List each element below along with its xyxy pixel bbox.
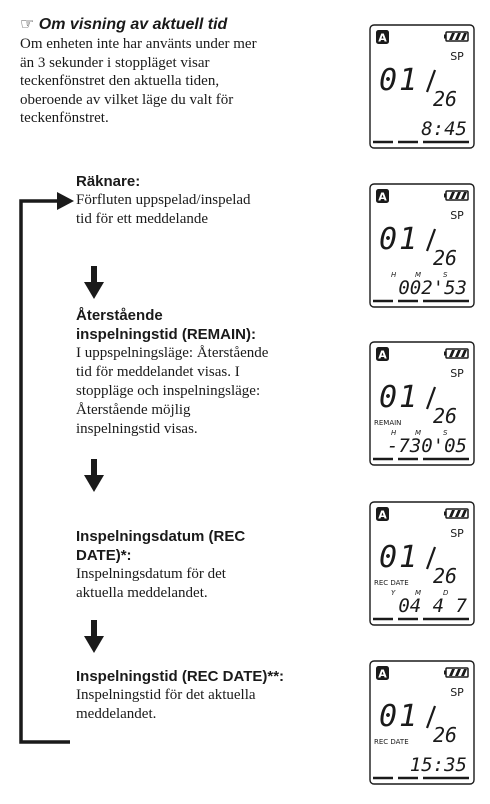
folder-letter: A [378, 349, 387, 362]
folder-badge-icon [376, 189, 389, 203]
lcd-display-clock: A SP 01 26 8:45 [369, 24, 475, 149]
mode-title: Återstående [76, 307, 163, 324]
mode-desc-line: Inspelningsdatum för det [76, 566, 226, 582]
folder-letter: A [378, 509, 387, 522]
slash-separator [425, 386, 437, 410]
mode-desc-line: Återstående möjlig [76, 402, 191, 418]
lcd-side-label: REMAIN [374, 419, 401, 427]
folder-letter: A [378, 32, 387, 45]
mode-desc-line: meddelandet. [76, 706, 157, 722]
message-number: 01 [379, 699, 419, 734]
lcd-side-label: REC DATE [374, 738, 409, 746]
note-title: Om visning av aktuell tid [38, 16, 228, 33]
message-number: 01 [379, 63, 419, 98]
down-arrow-icon [84, 459, 104, 492]
total-messages: 26 [433, 246, 457, 270]
mode-counter: Räknare: Förfluten uppspelad/inspelad ti… [76, 172, 366, 229]
lcd-readout: -730'05 [387, 435, 467, 457]
slash-separator [425, 69, 437, 93]
note-body: Om enheten inte har använts under mer än… [20, 35, 340, 128]
unit-marker: S [443, 429, 448, 437]
record-mode-label: SP [450, 367, 464, 380]
unit-marker: H [391, 429, 397, 437]
lcd-frame [369, 501, 475, 626]
record-mode-label: SP [450, 686, 464, 699]
total-messages: 26 [433, 723, 457, 747]
lcd-frame [369, 660, 475, 785]
unit-marker: Y [391, 589, 396, 597]
mode-title: inspelningstid (REMAIN): [76, 326, 256, 343]
slash-separator [425, 546, 437, 570]
mode-rec-time: Inspelningstid (REC DATE)**: Inspelnings… [76, 667, 366, 724]
mode-title: DATE)*: [76, 547, 132, 564]
record-mode-label: SP [450, 50, 464, 63]
loop-arrowhead-icon [57, 192, 74, 210]
down-arrow-icon [84, 266, 104, 299]
lcd-readout: 04 4 7 [398, 595, 467, 617]
battery-icon [444, 508, 469, 519]
mode-desc-line: tid för ett meddelande [76, 211, 209, 227]
mode-title: Räknare: [76, 173, 141, 190]
mode-desc-line: aktuella meddelandet. [76, 585, 208, 601]
lcd-frame [369, 341, 475, 466]
mode-desc-line: inspelningstid visas. [76, 421, 198, 437]
mode-desc-line: Inspelningstid för det aktuella [76, 687, 256, 703]
hand-pointer-icon: ☞ [20, 16, 35, 33]
unit-marker: S [443, 271, 448, 279]
down-arrow-icon [84, 620, 104, 653]
mode-desc-line: Förfluten uppspelad/inspelad [76, 192, 251, 208]
unit-marker: H [391, 271, 397, 279]
mode-desc-line: stoppläge och inspelningsläge: [76, 383, 261, 399]
total-messages: 26 [433, 564, 457, 588]
note-line: än 3 sekunder i stoppläget visar [20, 54, 210, 71]
message-number: 01 [379, 222, 419, 257]
cycle-loop-line [19, 199, 70, 744]
unit-marker: D [443, 589, 449, 597]
slash-separator [425, 228, 437, 252]
lcd-readout: 15:35 [410, 754, 467, 776]
record-mode-label: SP [450, 527, 464, 540]
message-number: 01 [379, 540, 419, 575]
lcd-side-label: REC DATE [374, 579, 409, 587]
mode-title: Inspelningstid (REC DATE)**: [76, 668, 285, 685]
lcd-frame [369, 24, 475, 149]
slash-separator [425, 705, 437, 729]
note-line: teckenfönstret den aktuella tiden, [20, 73, 220, 89]
mode-desc-line: tid för meddelandet visas. I [76, 364, 240, 380]
mode-remain: Återstående inspelningstid (REMAIN): I u… [76, 306, 366, 439]
lcd-readout: 002'53 [398, 277, 467, 299]
note-line: oberoende av vilket läge du valt för [20, 91, 234, 108]
folder-letter: A [378, 668, 387, 681]
message-number: 01 [379, 380, 419, 415]
unit-marker: M [415, 429, 421, 437]
unit-marker: M [415, 271, 421, 279]
note-line: teckenfönstret. [20, 110, 109, 126]
folder-badge-icon [376, 30, 389, 44]
mode-desc-line: I uppspelningsläge: Återstående [76, 345, 269, 361]
total-messages: 26 [433, 87, 457, 111]
note-line: Om enheten inte har använts under mer [20, 36, 257, 52]
unit-marker: M [415, 589, 421, 597]
total-messages: 26 [433, 404, 457, 428]
battery-icon [444, 190, 469, 201]
folder-letter: A [378, 191, 387, 204]
lcd-frame [369, 183, 475, 308]
mode-rec-date: Inspelningsdatum (REC DATE)*: Inspelning… [76, 527, 366, 603]
record-mode-label: SP [450, 209, 464, 222]
battery-icon [444, 31, 469, 42]
note-heading: ☞ Om visning av aktuell tid [20, 14, 227, 34]
battery-icon [444, 667, 469, 678]
battery-icon [444, 348, 469, 359]
folder-badge-icon [376, 507, 389, 521]
folder-badge-icon [376, 666, 389, 680]
mode-title: Inspelningsdatum (REC [76, 528, 246, 545]
folder-badge-icon [376, 347, 389, 361]
lcd-readout: 8:45 [421, 118, 467, 140]
